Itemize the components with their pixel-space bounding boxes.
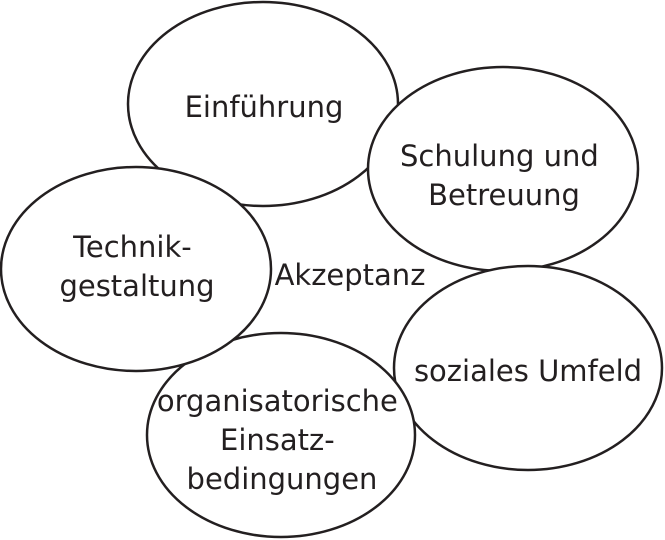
node-soziales: soziales Umfeld	[392, 264, 664, 472]
node-einfuehrung: Einführung	[126, 0, 400, 208]
node-technik: Technik- gestaltung	[0, 165, 273, 373]
node-organisatorisch-line-1: organisatorische	[157, 384, 398, 418]
node-schulung: Schulung und Betreuung	[366, 65, 640, 273]
node-organisatorisch-line-2: Einsatz-	[220, 423, 335, 457]
node-technik-label: Technik- gestaltung	[59, 230, 214, 303]
node-technik-ellipse	[0, 165, 273, 373]
node-organisatorisch-ellipse	[145, 331, 417, 539]
node-soziales-label: soziales Umfeld	[414, 354, 642, 388]
node-technik-line-1: Technik-	[72, 230, 192, 264]
node-organisatorisch: organisatorische Einsatz- bedingungen	[145, 331, 417, 539]
node-einfuehrung-label: Einführung	[185, 90, 344, 124]
node-schulung-line-2: Betreuung	[428, 178, 580, 212]
node-technik-line-2: gestaltung	[59, 269, 214, 303]
node-schulung-label: Schulung und Betreuung	[400, 139, 608, 212]
node-soziales-ellipse	[392, 264, 664, 472]
node-schulung-line-1: Schulung und	[400, 139, 599, 173]
center-label: Akzeptanz	[275, 258, 426, 292]
node-einfuehrung-line-1: Einführung	[185, 90, 344, 124]
node-organisatorisch-label: organisatorische Einsatz- bedingungen	[157, 384, 407, 496]
node-organisatorisch-line-3: bedingungen	[187, 462, 378, 496]
node-soziales-line-1: soziales Umfeld	[414, 354, 642, 388]
